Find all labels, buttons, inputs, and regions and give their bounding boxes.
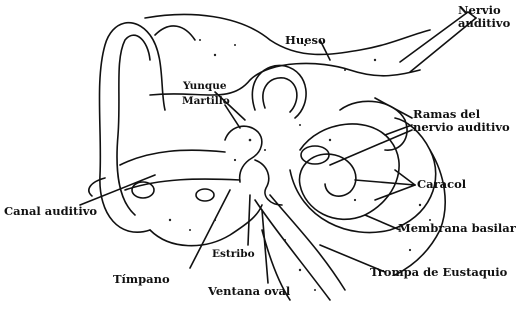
label-nervio-auditivo: Nervio auditivo: [458, 4, 510, 30]
cochlea-spiral: [299, 124, 399, 219]
label-ventana-oval: Ventana oval: [208, 285, 290, 298]
ossicles: [225, 126, 262, 182]
leader-ramas-1: [375, 98, 412, 118]
label-estribo: Estribo: [212, 248, 255, 261]
label-martillo: Martillo: [182, 95, 230, 108]
leader-caracol-2: [375, 185, 415, 200]
label-yunque: Yunque: [183, 80, 227, 93]
pinna-outline: [99, 23, 165, 233]
leader-membrana: [365, 215, 400, 230]
semicircular-canal: [252, 65, 306, 118]
label-caracol: Caracol: [417, 178, 466, 191]
label-trompa-eustaquio: Trompa de Eustaquio: [370, 266, 507, 279]
label-hueso: Hueso: [285, 34, 326, 47]
stipple-texture: [169, 39, 431, 291]
leader-ramas-2: [385, 125, 412, 135]
label-timpano: Tímpano: [113, 273, 170, 286]
label-membrana-basilar: Membrana basilar: [398, 222, 516, 235]
ear-canal-upper: [120, 150, 225, 165]
leader-estribo: [248, 195, 250, 245]
label-canal-auditivo: Canal auditivo: [4, 205, 97, 218]
label-ramas-nervio: Ramas del nervio auditivo: [413, 108, 510, 134]
leader-canal: [80, 175, 155, 205]
leader-caracol-3: [355, 180, 415, 185]
